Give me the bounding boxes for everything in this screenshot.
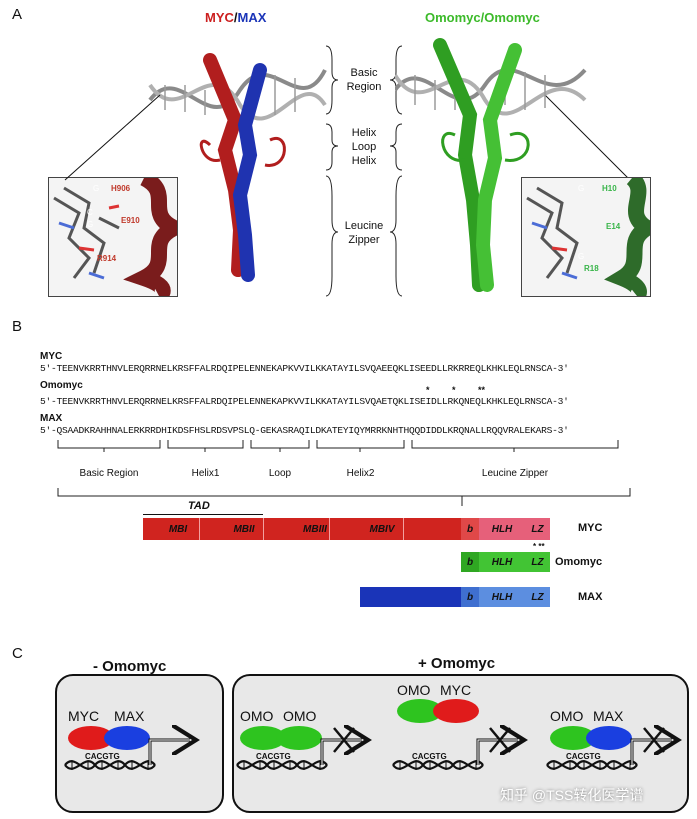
- seq-region-lz: Leucine Zipper: [481, 468, 549, 479]
- inset-label-g2: G: [87, 220, 94, 229]
- inset-label-g1: G: [93, 184, 100, 193]
- left-inset: G H906 C G E910 R914: [48, 177, 178, 297]
- omomyc-domain-bar: b HLH LZ: [461, 552, 550, 572]
- c4-dna: [546, 760, 638, 770]
- inset-label-h906: H906: [111, 184, 131, 193]
- max-domain-b: b: [461, 587, 479, 607]
- watermark: 知乎 @TSS转化医学谱: [500, 787, 644, 803]
- c1-max-bubble: [104, 726, 150, 750]
- plus-omomyc-title: + Omomyc: [418, 655, 496, 672]
- right-inset-label-g1: G: [578, 184, 585, 193]
- myc-domain-mbiii: MBIII: [303, 523, 327, 535]
- c2-ebox: CACGTG: [256, 752, 291, 761]
- c4-label-omo: OMO: [550, 708, 584, 724]
- mutation-stars: * * **: [426, 385, 486, 395]
- seq-label-myc: MYC: [40, 351, 63, 362]
- c1-label-max: MAX: [114, 708, 145, 724]
- minus-omomyc-title: - Omomyc: [93, 658, 167, 675]
- max-title: MAX: [237, 10, 267, 25]
- omomyc-domain-lz: LZ: [525, 552, 550, 572]
- omomyc-domain-b: b: [461, 552, 479, 572]
- c2-label-omo2: OMO: [283, 708, 317, 724]
- max-domain-lz: LZ: [525, 587, 550, 607]
- right-inset-label-e14: E14: [606, 222, 621, 231]
- c4-ebox: CACGTG: [566, 752, 601, 761]
- myc-title: MYC: [205, 10, 234, 25]
- tad-line: [143, 514, 263, 515]
- myc-max-structure: [148, 53, 327, 282]
- myc-domain-lz: LZ: [525, 518, 550, 540]
- c1-arrow: [148, 740, 190, 765]
- c3-label-omo: OMO: [397, 682, 431, 698]
- c2-dna: [236, 760, 328, 770]
- c1-ebox: CACGTG: [85, 752, 120, 761]
- inset-label-r914: R914: [97, 254, 117, 263]
- seq-region-helix2: Helix2: [346, 468, 375, 479]
- left-inset-connector: [64, 94, 631, 181]
- seq-label-omomyc: Omomyc: [40, 380, 83, 391]
- myc-max-title: MYC/MAX: [205, 10, 266, 25]
- c4-block-icon: [643, 727, 665, 753]
- protein-label-max: MAX: [578, 591, 603, 603]
- left-inset-graphic: [53, 178, 177, 296]
- c4-label-max: MAX: [593, 708, 624, 724]
- max-domain-hlh: HLH: [479, 587, 525, 607]
- right-inset-graphic: [526, 178, 650, 296]
- c1-dna: [64, 760, 156, 770]
- inset-label-e910: E910: [121, 216, 140, 225]
- panel-a-letter: A: [12, 6, 23, 23]
- c3-label-myc: MYC: [440, 682, 472, 698]
- protein-label-myc: MYC: [578, 522, 603, 534]
- tad-label: TAD: [188, 500, 210, 512]
- c2-block-icon: [333, 727, 355, 753]
- c2-omo-bubble-2: [276, 726, 322, 750]
- region-hlh: Helix Loop Helix: [351, 127, 377, 167]
- seq-max: 5'-QSAADKRAHHNALERKRRDHIKDSFHSLRDSVPSLQ-…: [40, 425, 569, 436]
- c4-max-bubble: [586, 726, 632, 750]
- omomyc-lz-stars: * **: [533, 542, 545, 551]
- seq-myc: 5'-TEENVKRRTHNVLERQRRNELKRSFFALRDQIPELEN…: [40, 363, 569, 374]
- right-inset-label-h10: H10: [602, 184, 617, 193]
- omomyc-title: Omomyc/Omomyc: [425, 10, 540, 25]
- seq-region-loop: Loop: [268, 468, 292, 479]
- myc-domain-bar: MBI MBII MBIII MBIV b HLH LZ: [143, 518, 550, 540]
- panel-b-letter: B: [12, 318, 23, 335]
- seq-label-max: MAX: [40, 413, 63, 424]
- region-basic: Basic Region: [346, 67, 382, 93]
- c1-label-myc: MYC: [68, 708, 100, 724]
- inset-label-c: C: [87, 208, 93, 217]
- omomyc-domain-hlh: HLH: [479, 552, 525, 572]
- c3-myc-bubble: [433, 699, 479, 723]
- seq-omomyc: 5'-TEENVKRRTHNVLERQRRNELKRSFFALRDQIPELEN…: [40, 396, 569, 407]
- protein-label-omomyc: Omomyc: [555, 556, 603, 568]
- myc-domain-mbi: MBI: [168, 523, 188, 535]
- panel-c-letter: C: [12, 645, 23, 662]
- myc-domain-hlh: HLH: [479, 518, 525, 540]
- slash: /: [233, 10, 238, 25]
- seq-region-basic: Basic Region: [79, 468, 139, 479]
- c2-label-omo1: OMO: [240, 708, 274, 724]
- c3-dna: [392, 760, 484, 770]
- sequence-region-braces: [57, 440, 631, 506]
- right-inset-label-r18: R18: [584, 264, 599, 273]
- c3-block-icon: [489, 727, 511, 753]
- right-inset: G H10 E14 G R18: [521, 177, 651, 297]
- c3-ebox: CACGTG: [412, 752, 447, 761]
- seq-region-helix1: Helix1: [191, 468, 220, 479]
- right-inset-label-g2: G: [578, 252, 585, 261]
- region-brackets: [325, 45, 403, 297]
- omomyc-structure: [395, 38, 587, 292]
- myc-domain-b: b: [461, 518, 479, 540]
- max-domain-bar: b HLH LZ: [360, 587, 550, 607]
- region-lz: Leucine Zipper: [344, 220, 384, 246]
- myc-domain-mbiv: MBIV: [369, 523, 395, 535]
- myc-domain-mbii: MBII: [233, 523, 255, 535]
